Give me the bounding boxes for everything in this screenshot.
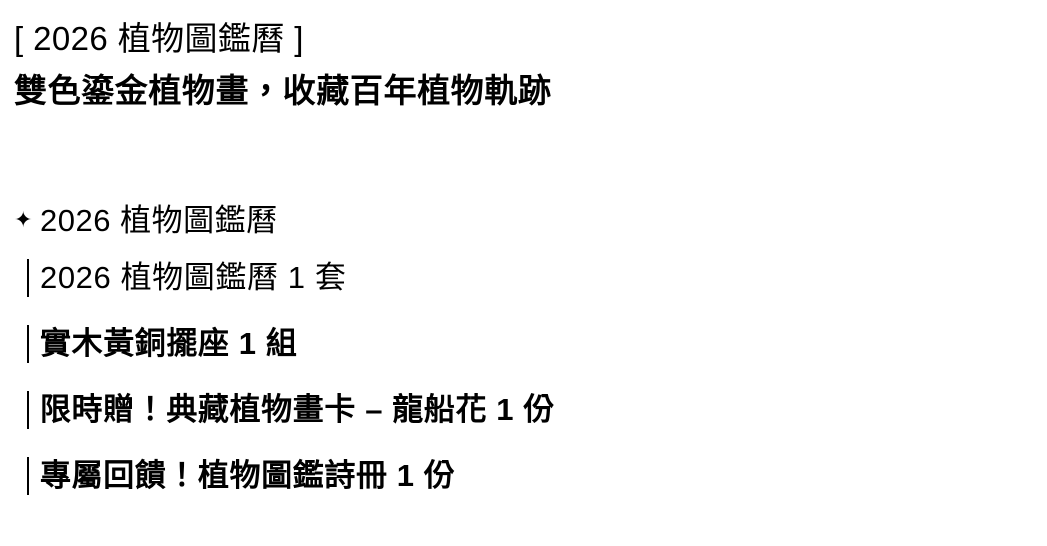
list-item-label: 實木黃銅擺座 1 組 [40, 326, 298, 361]
vertical-bar-icon [14, 245, 40, 311]
vertical-bar-icon [14, 443, 40, 509]
vertical-bar-icon [14, 377, 40, 443]
list-item: 限時贈！典藏植物畫卡 – 龍船花 1 份 [14, 377, 1014, 443]
list-item: 2026 植物圖鑑曆 1 套 [14, 245, 1014, 311]
product-group-title: 2026 植物圖鑑曆 [40, 203, 278, 238]
list-item-label: 限時贈！典藏植物畫卡 – 龍船花 1 份 [40, 392, 555, 427]
page-subtitle: 雙色鎏金植物畫，收藏百年植物軌跡 [14, 72, 552, 109]
vertical-bar-icon [14, 311, 40, 377]
product-group-header: ✦ 2026 植物圖鑑曆 [14, 197, 1014, 245]
product-item-list: 2026 植物圖鑑曆 1 套 實木黃銅擺座 1 組 限時贈！典藏植物畫卡 – 龍… [14, 245, 1014, 509]
sparkle-icon: ✦ [14, 207, 33, 232]
list-item: 實木黃銅擺座 1 組 [14, 311, 1014, 377]
header-block: [ 2026 植物圖鑑曆 ] 雙色鎏金植物畫，收藏百年植物軌跡 [14, 13, 1014, 117]
page-title: [ 2026 植物圖鑑曆 ] [14, 20, 304, 57]
list-item-label: 2026 植物圖鑑曆 1 套 [40, 260, 347, 295]
product-contents-block: ✦ 2026 植物圖鑑曆 2026 植物圖鑑曆 1 套 實木黃銅擺座 1 組 限… [14, 197, 1014, 509]
list-item-label: 專屬回饋！植物圖鑑詩冊 1 份 [40, 458, 456, 493]
list-item: 專屬回饋！植物圖鑑詩冊 1 份 [14, 443, 1014, 509]
